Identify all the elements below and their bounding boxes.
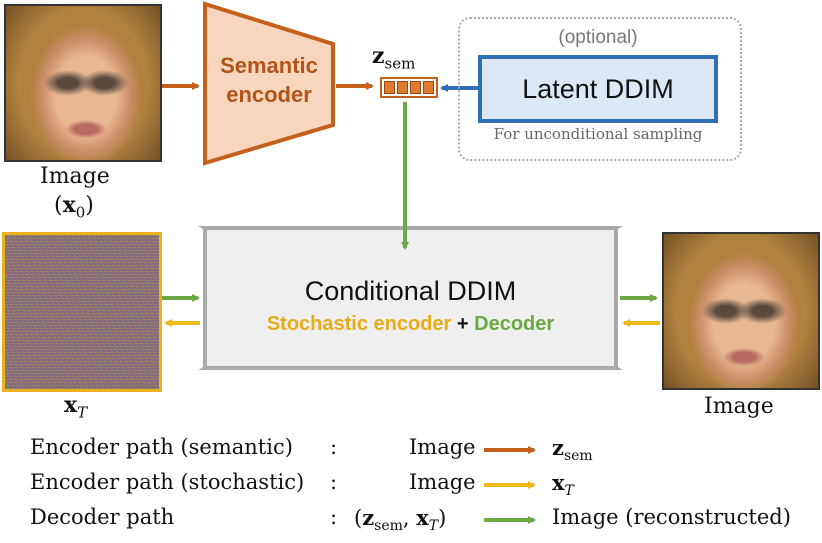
semantic-encoder-line2: encoder (226, 81, 312, 107)
noise-image (2, 232, 162, 392)
legend-zsem-base: z (552, 435, 564, 460)
zsem-cell (410, 81, 421, 94)
x0-sub: 0 (75, 203, 86, 222)
output-image (662, 232, 820, 390)
xT-sub: T (77, 403, 88, 422)
zsem-sub: sem (384, 54, 416, 73)
semantic-encoder-label: Semantic encoder (205, 52, 333, 109)
conditional-ddim-subtitle: Stochastic encoder + Decoder (205, 313, 616, 336)
legend-colon-semantic: : (330, 435, 338, 459)
input-image-symbol: (x0) (54, 192, 94, 222)
legend-dec-x: x (416, 505, 429, 530)
legend-dec-z-sub: sem (374, 518, 403, 535)
legend-path-stochastic: Encoder path (stochastic) (30, 470, 305, 494)
zsem-cell (384, 81, 395, 94)
legend-from-semantic: Image (409, 435, 476, 459)
legend-xT-sub: T (564, 483, 574, 500)
semantic-encoder-shape (203, 1, 335, 166)
zsem-vector (380, 77, 438, 98)
legend-colon-decoder: : (330, 505, 338, 529)
input-image (4, 4, 162, 162)
legend-colon-stochastic: : (330, 470, 338, 494)
decoder-text: Decoder (474, 313, 555, 335)
legend-path-decoder: Decoder path (30, 505, 175, 529)
legend-path-semantic: Encoder path (semantic) (30, 435, 293, 459)
stochastic-encoder-text: Stochastic encoder (266, 313, 452, 335)
legend-zsem-sub: sem (563, 448, 593, 465)
latent-ddim-box: Latent DDIM (478, 55, 718, 123)
zsem-label: zsem (372, 44, 415, 72)
x0-base: x (62, 192, 76, 218)
legend-from-decoder: (zsem, xT) (354, 505, 447, 535)
legend-from-stochastic: Image (409, 470, 476, 494)
optional-caption: For unconditional sampling (493, 125, 703, 143)
legend-to-semantic: zsem (552, 436, 593, 465)
legend-to-decoder: Image (reconstructed) (552, 505, 791, 529)
xT-label: xT (64, 393, 87, 421)
legend-xT-base: x (552, 470, 565, 495)
conditional-ddim-fill (203, 226, 618, 370)
legend-dec-x-sub: T (428, 518, 439, 535)
conditional-ddim-title: Conditional DDIM (304, 276, 517, 306)
optional-tag: (optional) (558, 27, 638, 48)
zsem-cell (423, 81, 434, 94)
input-image-label: Image (40, 164, 110, 189)
output-image-label: Image (704, 394, 774, 419)
optional-box (458, 17, 742, 161)
legend-to-stochastic: xT (552, 471, 574, 500)
xT-base: x (64, 392, 78, 418)
legend-dec-z: z (362, 505, 375, 530)
semantic-encoder-line1: Semantic (220, 53, 318, 78)
plus-sign: + (456, 313, 469, 335)
zsem-base: z (372, 43, 385, 69)
zsem-cell (397, 81, 408, 94)
